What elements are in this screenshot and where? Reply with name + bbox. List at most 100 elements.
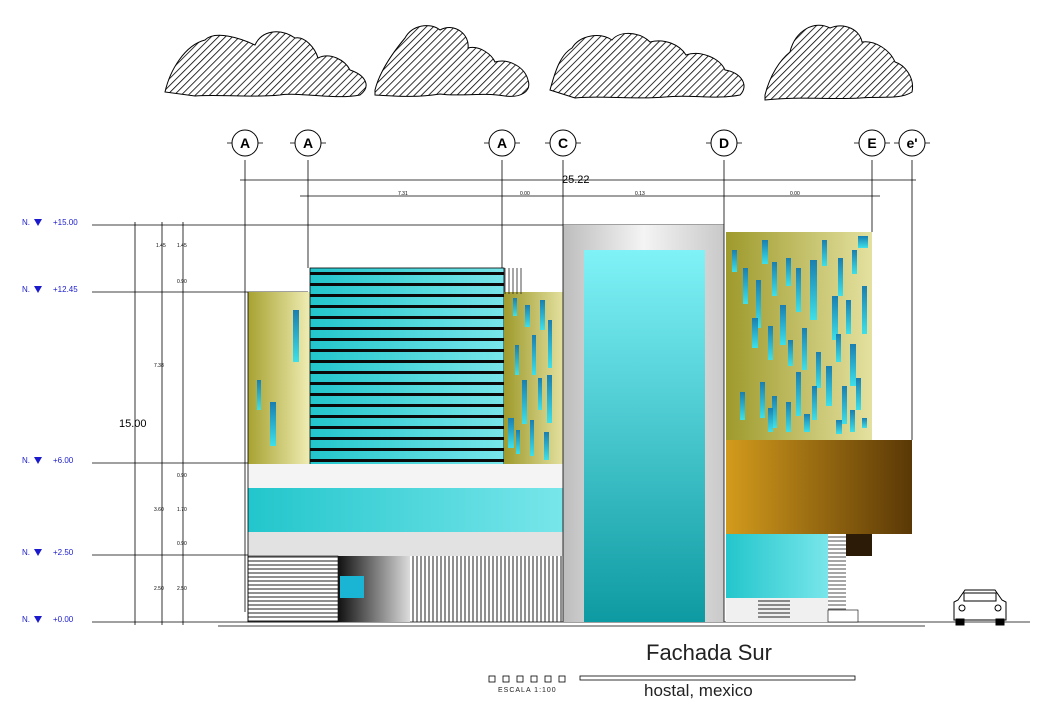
segment-dimension: 0.00 — [790, 191, 800, 197]
building-facade — [247, 225, 912, 623]
mid-olive-slots — [508, 298, 552, 460]
slot — [796, 372, 801, 416]
vertical-dimension: 0.90 — [177, 279, 187, 285]
louver — [310, 448, 504, 451]
slot — [786, 402, 791, 432]
lower-right-dark — [846, 534, 872, 556]
level-triangle-icon — [34, 219, 42, 226]
level-value: +0.00 — [53, 615, 74, 624]
vertical-dimension: 7.38 — [154, 363, 164, 369]
slot — [802, 328, 807, 370]
striped-glass-block — [309, 267, 505, 489]
segment-dimensions: 7.31 0.00 0.13 0.00 — [398, 191, 800, 197]
slot — [858, 236, 868, 248]
axis-bubble: e' — [894, 129, 930, 157]
slot — [826, 366, 832, 406]
axis-label: A — [497, 135, 507, 151]
louver — [310, 305, 504, 308]
level-value: +2.50 — [53, 548, 74, 557]
slot — [760, 382, 765, 418]
louver — [310, 283, 504, 286]
slot — [856, 378, 861, 410]
level-marker: N. +0.00 — [22, 615, 74, 624]
slot — [786, 258, 791, 286]
top-dimension-lines — [240, 179, 916, 197]
level-triangle-icon — [34, 286, 42, 293]
lower-right-vent — [758, 600, 790, 620]
scale-label: ESCALA 1:100 — [498, 687, 557, 694]
axis-bubble: E — [854, 129, 890, 157]
vertical-dimensions-left: 1.45 7.38 3.60 2.50 — [154, 243, 166, 592]
right-olive-slots — [732, 236, 868, 434]
axis-label: e' — [906, 135, 917, 151]
cyan-tower-glass — [584, 250, 705, 622]
louver — [310, 316, 504, 319]
level-triangle-icon — [34, 457, 42, 464]
slot — [846, 300, 851, 334]
slot — [862, 286, 867, 334]
overall-width-dimension: 25.22 — [562, 174, 590, 186]
slot — [836, 334, 841, 362]
slot — [515, 345, 519, 375]
louver — [310, 294, 504, 297]
level-triangle-icon — [34, 549, 42, 556]
level-prefix: N. — [22, 218, 30, 227]
slot — [530, 420, 534, 456]
louver — [310, 349, 504, 352]
level-value: +15.00 — [53, 218, 78, 227]
slot — [513, 298, 517, 316]
slot — [810, 260, 817, 320]
slot — [732, 250, 737, 272]
axis-label: C — [558, 135, 568, 151]
axis-bubble: A — [484, 129, 520, 157]
ground-floor-dark-wall — [247, 555, 339, 623]
car-icon — [953, 589, 1007, 626]
slot — [772, 396, 777, 428]
mid-vertical-lines — [504, 268, 522, 294]
louver — [310, 404, 504, 407]
level-value: +12.45 — [53, 285, 78, 294]
axis-label: A — [240, 135, 250, 151]
louver — [310, 459, 504, 462]
left-olive-slot — [270, 402, 276, 446]
slot — [862, 418, 867, 428]
left-olive-slot — [293, 310, 299, 362]
level-marker: N. +2.50 — [22, 548, 74, 557]
trees-hatched — [164, 24, 914, 101]
level-marker: N. +15.00 — [22, 218, 78, 227]
left-olive-panel — [248, 292, 310, 464]
axis-bubble: C — [545, 129, 581, 157]
vertical-dimension: 1.45 — [177, 243, 187, 249]
axis-label: E — [867, 135, 876, 151]
slot — [850, 344, 856, 386]
vertical-dimension: 2.50 — [154, 586, 164, 592]
level-prefix: N. — [22, 615, 30, 624]
slot — [538, 378, 542, 410]
cyan-band — [248, 488, 564, 532]
vertical-dimension: 2.50 — [177, 586, 187, 592]
segment-dimension: 7.31 — [398, 191, 408, 197]
slot — [772, 262, 777, 296]
white-band — [248, 464, 564, 488]
slot — [822, 240, 827, 266]
level-marker: N. +6.00 — [22, 456, 74, 465]
vertical-dimension: 0.90 — [177, 473, 187, 479]
slot — [540, 300, 545, 330]
axis-bubble: A — [290, 129, 326, 157]
vertical-dimension: 0.90 — [177, 541, 187, 547]
slot — [544, 432, 549, 460]
gray-band — [248, 532, 564, 556]
axis-label: A — [303, 135, 313, 151]
lower-right-step — [827, 609, 859, 623]
slot — [522, 380, 527, 424]
level-prefix: N. — [22, 456, 30, 465]
slot — [516, 430, 520, 454]
level-prefix: N. — [22, 285, 30, 294]
slot — [836, 420, 842, 434]
louver — [310, 382, 504, 385]
louver — [310, 393, 504, 396]
segment-dimension: 0.00 — [520, 191, 530, 197]
lower-right-stair — [828, 534, 846, 616]
